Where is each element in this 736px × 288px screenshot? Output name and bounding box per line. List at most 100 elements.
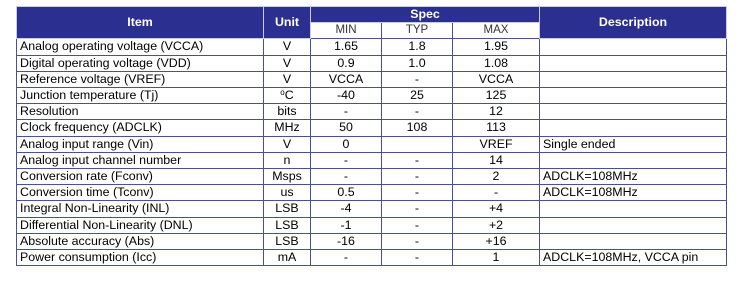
cell-item: Reference voltage (VREF): [16, 70, 264, 89]
cell-item: Power consumption (Icc): [16, 249, 264, 267]
cell-typ: -: [381, 70, 453, 89]
table-body: Analog operating voltage (VCCA) V 1.65 1…: [16, 38, 728, 267]
cell-description: [539, 54, 728, 72]
cell-item: Differential Non-Linearity (DNL): [16, 216, 264, 234]
cell-unit: MHz: [263, 119, 311, 137]
cell-unit: us: [263, 184, 311, 202]
cell-max: 2: [451, 168, 541, 186]
table-row: Conversion rate (Fconv) Msps - - 2 ADCLK…: [16, 168, 728, 186]
header-typ: TYP: [381, 22, 453, 40]
cell-description: Single ended: [539, 135, 728, 153]
cell-description: [539, 38, 728, 56]
cell-min: -: [310, 103, 382, 121]
cell-description: [539, 119, 728, 137]
cell-item: Integral Non-Linearity (INL): [16, 200, 264, 218]
cell-description: [539, 216, 728, 234]
unit-text: C: [284, 88, 294, 103]
cell-unit: bits: [263, 103, 311, 121]
header-spec: Spec: [309, 5, 541, 24]
header-min: MIN: [310, 22, 382, 40]
cell-typ: -: [381, 216, 453, 234]
cell-item: Analog input channel number: [16, 151, 264, 170]
cell-typ: -: [381, 232, 453, 251]
header-unit: Unit: [263, 5, 311, 40]
cell-typ: 108: [381, 119, 453, 137]
table-row: Integral Non-Linearity (INL) LSB -4 - +4: [16, 200, 728, 218]
subheader-row: MIN TYP MAX: [17, 22, 727, 40]
table-row: Junction temperature (Tj) oC -40 25 125: [16, 87, 728, 105]
cell-item: Clock frequency (ADCLK): [16, 119, 264, 137]
cell-typ: 1.8: [381, 38, 453, 56]
cell-unit: n: [263, 151, 311, 170]
header-row: Item Unit Spec Description: [16, 5, 728, 40]
cell-unit: oC: [263, 87, 311, 105]
cell-min: -4: [310, 200, 382, 218]
table-row: Analog input channel number n - - 14: [16, 151, 728, 170]
cell-typ: 25: [381, 87, 453, 105]
header-item: Item: [16, 5, 264, 40]
cell-typ: -: [381, 249, 453, 267]
cell-unit: V: [263, 54, 311, 72]
cell-max: 14: [451, 151, 541, 170]
cell-item: Digital operating voltage (VDD): [16, 54, 264, 72]
header-max: MAX: [451, 22, 541, 40]
cell-description: [539, 70, 728, 89]
cell-description: ADCLK=108MHz: [539, 168, 728, 186]
table-row: Power consumption (Icc) mA - - 1 ADCLK=1…: [16, 249, 728, 267]
cell-unit: LSB: [263, 232, 311, 251]
cell-description: [539, 151, 728, 170]
table-row: Analog operating voltage (VCCA) V 1.65 1…: [16, 38, 728, 56]
spec-table: Item Unit Spec Description MIN TYP MAX A…: [16, 5, 728, 267]
cell-item: Resolution: [16, 103, 264, 121]
cell-max: 1: [451, 249, 541, 267]
cell-item: Junction temperature (Tj): [16, 87, 264, 105]
cell-item: Conversion time (Tconv): [16, 184, 264, 202]
cell-min: 1.65: [310, 38, 382, 56]
cell-max: +2: [451, 216, 541, 234]
cell-max: VREF: [451, 135, 541, 153]
cell-item: Analog input range (Vin): [16, 135, 264, 153]
cell-min: -: [310, 249, 382, 267]
cell-max: 12: [451, 103, 541, 121]
table-row: Analog input range (Vin) V 0 VREF Single…: [16, 135, 728, 153]
cell-max: 1.95: [451, 38, 541, 56]
cell-max: 113: [451, 119, 541, 137]
cell-typ: -: [381, 184, 453, 202]
cell-unit: LSB: [263, 200, 311, 218]
cell-min: -1: [310, 216, 382, 234]
cell-description: [539, 87, 728, 105]
cell-max: +4: [451, 200, 541, 218]
cell-unit: mA: [263, 249, 311, 267]
table-row: Digital operating voltage (VDD) V 0.9 1.…: [16, 54, 728, 72]
cell-min: 50: [310, 119, 382, 137]
table-row: Resolution bits - - 12: [16, 103, 728, 121]
cell-max: VCCA: [451, 70, 541, 89]
table-row: Absolute accuracy (Abs) LSB -16 - +16: [16, 232, 728, 251]
cell-description: ADCLK=108MHz: [539, 184, 728, 202]
degree-superscript: o: [280, 88, 285, 98]
cell-item: Conversion rate (Fconv): [16, 168, 264, 186]
cell-unit: V: [263, 135, 311, 153]
cell-typ: -: [381, 200, 453, 218]
cell-unit: LSB: [263, 216, 311, 234]
cell-min: 0.9: [310, 54, 382, 72]
cell-min: -: [310, 168, 382, 186]
cell-description: [539, 103, 728, 121]
cell-typ: -: [381, 103, 453, 121]
cell-min: -16: [310, 232, 382, 251]
cell-typ: 1.0: [381, 54, 453, 72]
cell-min: VCCA: [310, 70, 382, 89]
table-header: Item Unit Spec Description MIN TYP MAX: [16, 5, 728, 40]
cell-min: 0.5: [310, 184, 382, 202]
cell-description: ADCLK=108MHz, VCCA pin: [539, 249, 728, 267]
cell-item: Analog operating voltage (VCCA): [16, 38, 264, 56]
cell-max: +16: [451, 232, 541, 251]
cell-max: 1.08: [451, 54, 541, 72]
cell-typ: -: [381, 151, 453, 170]
header-description: Description: [539, 5, 728, 40]
table-row: Reference voltage (VREF) V VCCA - VCCA: [16, 70, 728, 89]
cell-description: [539, 200, 728, 218]
table-row: Differential Non-Linearity (DNL) LSB -1 …: [16, 216, 728, 234]
cell-max: -: [451, 184, 541, 202]
cell-unit: V: [263, 38, 311, 56]
